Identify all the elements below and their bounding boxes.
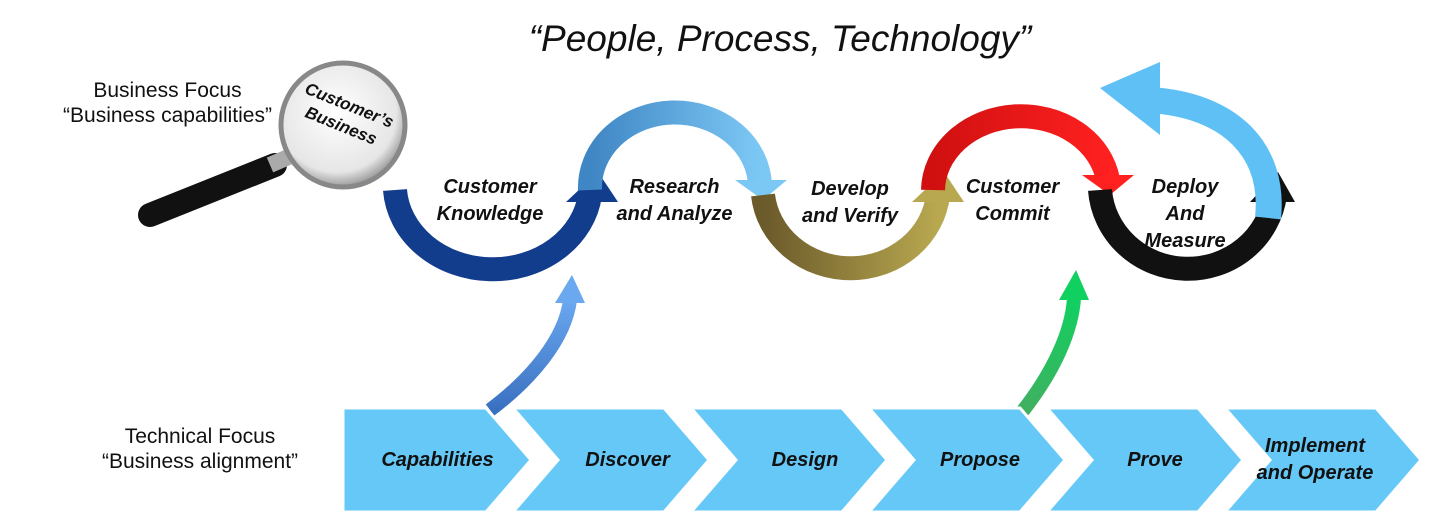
chevron-row: [341, 406, 1423, 514]
chevron-shape: [509, 406, 711, 514]
chevron-shape: [341, 406, 533, 514]
arrowhead-down-icon: [1082, 175, 1134, 195]
stage-deploy-measure: Deploy And Measure: [1144, 176, 1226, 252]
link-arrow-capabilities: [485, 298, 577, 416]
chevron-prove: Prove: [1127, 448, 1183, 471]
technical-focus-line1: Technical Focus: [124, 425, 276, 448]
business-focus-line1: Business Focus: [93, 79, 242, 102]
wave-arrow-customer-knowledge: [383, 188, 602, 282]
chevron-shape: [1043, 406, 1245, 514]
arrowhead-up-icon: [1059, 270, 1089, 300]
wave-arrow-research: [577, 100, 772, 191]
chevron-shape: [687, 406, 889, 514]
technical-focus-line2: “Business alignment”: [101, 450, 299, 473]
stage-customer-knowledge: Customer Knowledge: [436, 176, 544, 225]
page-title: “People, Process, Technology”: [528, 18, 1032, 59]
link-arrow-propose: [1016, 297, 1081, 417]
stage-develop-verify: Develop and Verify: [802, 178, 898, 227]
technical-focus-label: Technical Focus “Business alignment”: [55, 424, 345, 474]
chevron-shape: [865, 406, 1067, 514]
chevron-shape: [1221, 406, 1423, 514]
arrowhead-down-icon: [735, 180, 787, 200]
business-focus-line2: “Business capabilities”: [63, 104, 272, 127]
chevron-discover: Discover: [585, 448, 670, 471]
chevron-capabilities: Capabilities: [381, 448, 494, 471]
arrowhead-up-icon: [555, 275, 585, 303]
arrowhead-left-icon: [1100, 62, 1160, 135]
wave-arrow-commit: [921, 104, 1120, 191]
magnifying-glass-icon: [138, 60, 408, 227]
business-focus-label: Business Focus “Business capabilities”: [25, 78, 310, 128]
chevron-design: Design: [771, 448, 839, 471]
wave-arrow-develop: [751, 193, 950, 281]
return-arrow: [1148, 87, 1282, 220]
wave-arrow-deploy: [1088, 188, 1287, 281]
stage-research-analyze: Research and Analyze: [616, 176, 733, 225]
stage-customer-commit: Customer Commit: [965, 176, 1060, 225]
chevron-implement-operate: Implement and Operate: [1256, 435, 1374, 484]
chevron-propose: Propose: [939, 448, 1021, 471]
